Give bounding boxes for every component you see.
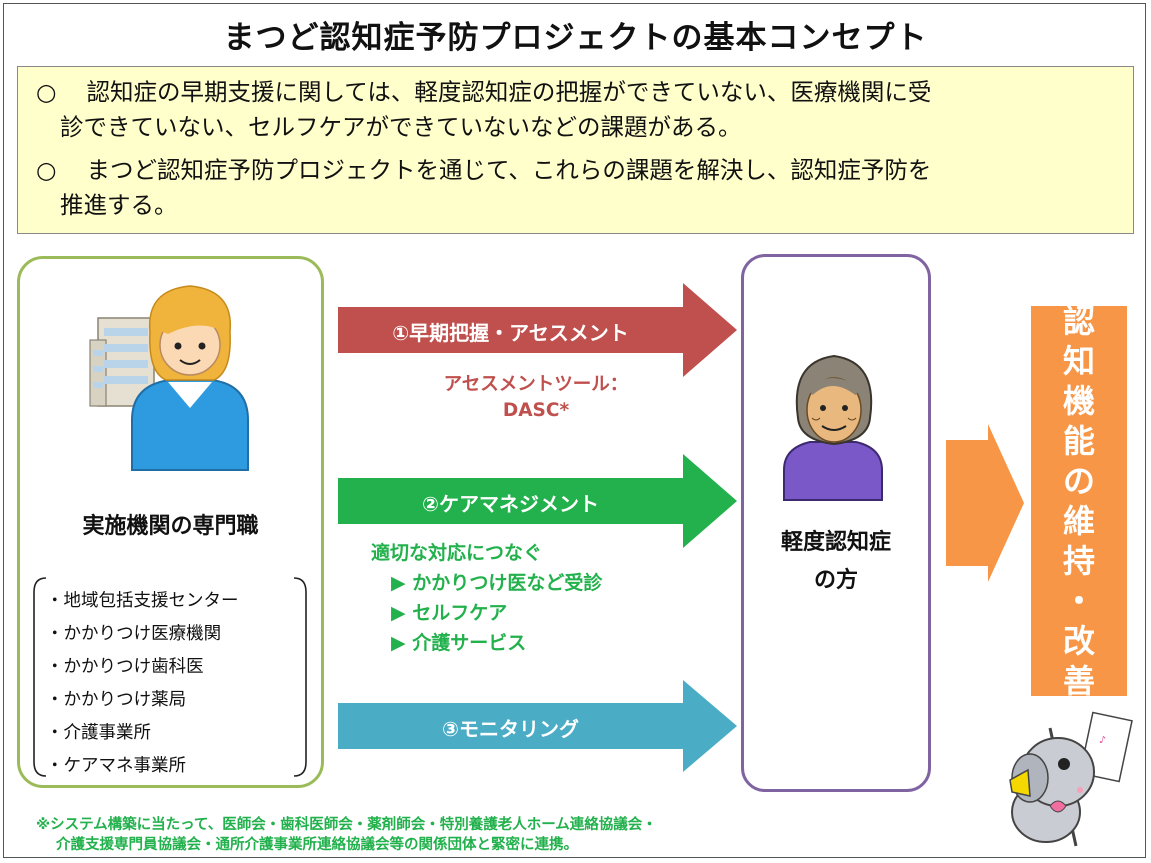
result-char: の [1062,462,1095,500]
result-box: 認 知 機 能 の 維 持 ・ 改 善 [1031,302,1127,700]
organization-list: ・地域包括支援センター ・かかりつけ医療機関 ・かかりつけ歯科医 ・かかりつけ薬… [46,585,316,783]
elderly-person-icon [783,354,883,501]
result-char: 認 [1062,302,1095,340]
result-char: 善 [1062,662,1095,700]
list-item: ・かかりつけ薬局 [46,690,187,710]
arrow-assessment [338,283,737,377]
result-arrow [946,424,1024,582]
arrow-care-management [338,454,737,548]
list-item: ・地域包括支援センター [46,591,239,611]
page-title: まつど認知症予防プロジェクトの基本コンセプト [223,20,928,56]
summary-item-2: ○まつど認知症予防プロジェクトを通じて、これらの課題を解決し、認知症予防を 推進… [36,156,932,219]
result-char: ・ [1062,582,1095,620]
result-char: 持 [1062,542,1095,580]
summary-item-1: ○認知症の早期支援に関しては、軽度認知症の把握ができていない、医療機関に受 診で… [36,78,932,141]
list-item: ・かかりつけ医療機関 [46,624,222,644]
list-item: ▶ 介護サービス [391,632,527,654]
list-item: ・かかりつけ歯科医 [46,657,204,677]
list-item: ▶ かかりつけ医など受診 [391,572,603,594]
arrow-monitoring [338,680,737,772]
result-char: 改 [1062,622,1095,660]
arrow-care-management-label: ②ケアマネジメント [422,492,599,516]
care-heading: 適切な対応につなぐ [371,542,543,564]
organization-title: 実施機関の専門職 [82,514,259,539]
list-item: ・介護事業所 [46,723,151,743]
result-char: 機 [1062,382,1095,420]
mascot-icon: ♪ [1009,711,1133,847]
list-item: ・ケアマネ事業所 [46,756,186,776]
result-char: 知 [1062,342,1095,380]
staff-person-icon [131,285,249,471]
page-frame [3,3,1146,858]
list-bracket-right [293,577,307,777]
care-management-details: 適切な対応につなぐ ▶ かかりつけ医など受診 ▶ セルフケア ▶ 介護サービス [371,538,731,658]
assessment-tool-text: アセスメントツール： DASC* [443,374,629,421]
result-char: 能 [1062,422,1095,460]
list-item: ▶ セルフケア [391,602,508,624]
arrow-monitoring-label: ③モニタリング [442,717,579,741]
list-bracket-left [33,577,47,777]
svg-text:♪: ♪ [1098,735,1107,747]
result-char: 維 [1062,502,1095,540]
target-title: 軽度認知症 の方 [780,530,891,593]
arrow-assessment-label: ①早期把握・アセスメント [392,321,629,345]
footnote: ※システム構築に当たって、医師会・歯科医師会・薬剤師会・特別養護老人ホーム連絡協… [36,817,657,853]
summary-box: ○認知症の早期支援に関しては、軽度認知症の把握ができていない、医療機関に受 診で… [17,66,1134,234]
organization-box [17,256,324,788]
target-box [741,254,931,792]
